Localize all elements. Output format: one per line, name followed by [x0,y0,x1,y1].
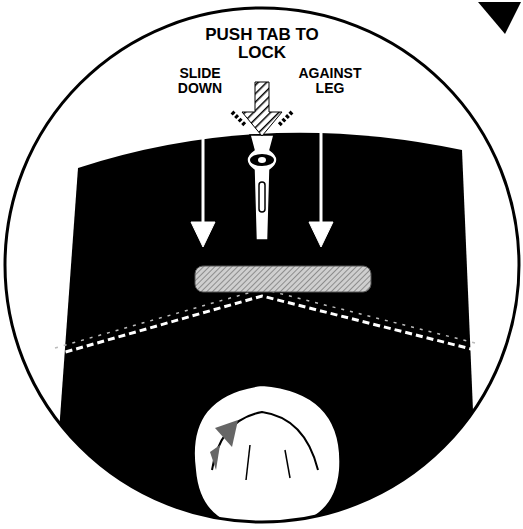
instruction-label: AGAINST LEG [287,66,373,95]
strap-bar [195,266,371,292]
tab-slot [259,182,265,212]
instruction-heading: PUSH TAB TO LOCK [192,26,332,62]
instruction-label: SLIDE DOWN [162,66,238,95]
knee-shade [210,445,220,470]
push-marks [232,112,292,126]
stitching [55,289,475,348]
inset-circle [5,8,519,522]
tab-eye [250,154,274,166]
knee-outline [212,412,318,470]
knee-shade [215,420,238,447]
pointer-triangle [478,2,521,34]
lock-tab [247,135,277,240]
stitching [55,296,475,355]
brace-strap [52,133,478,529]
knee-opening [194,385,340,529]
push-arrow [242,82,282,136]
